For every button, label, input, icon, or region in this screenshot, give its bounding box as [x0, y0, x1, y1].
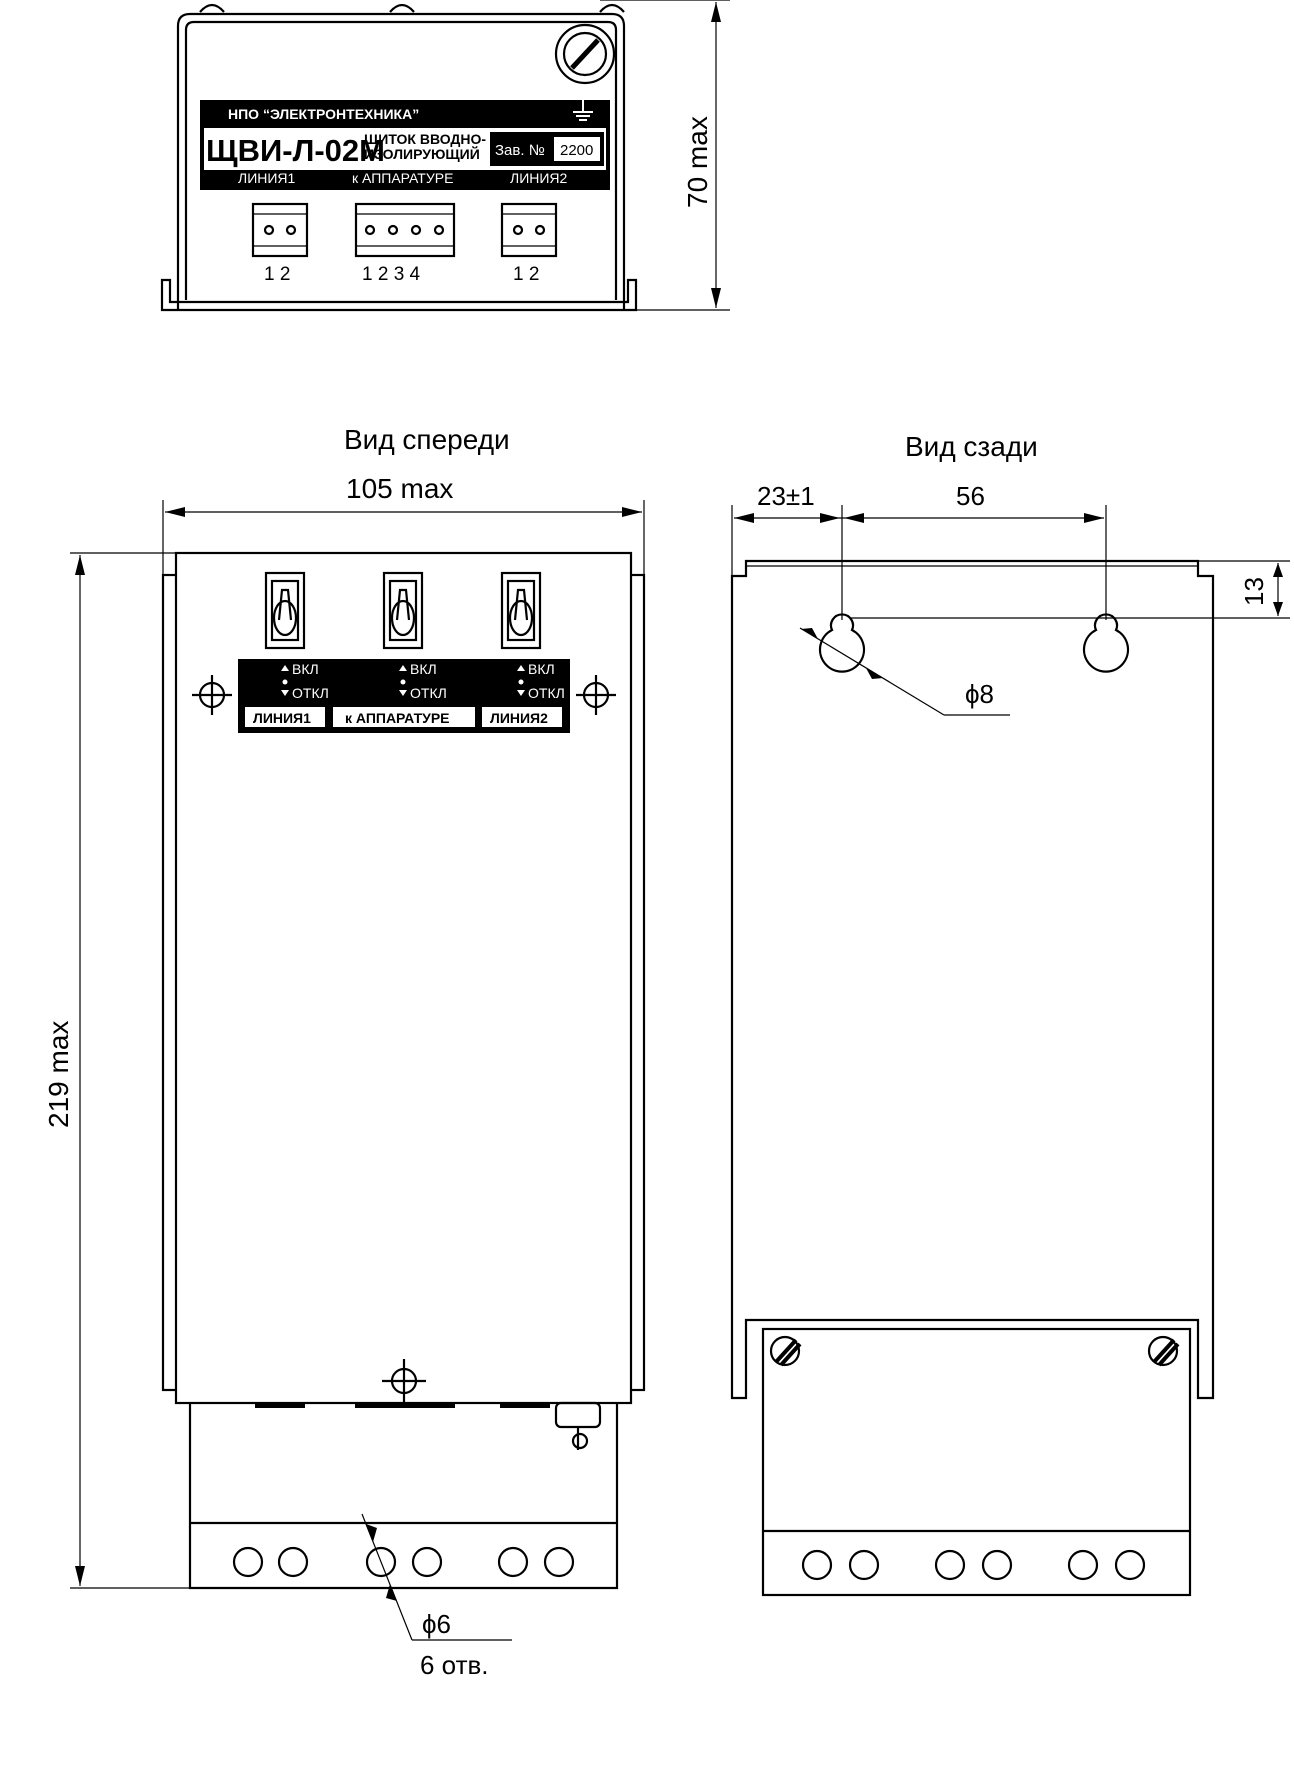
terminal-pins-line2: 1 2 [513, 264, 539, 285]
dim-front-height-text: 219 max [43, 1021, 74, 1128]
top-label-manufacturer: НПО “ЭЛЕКТРОНТЕХНИКА” [228, 106, 419, 122]
keyhole-right-icon [1082, 613, 1130, 673]
rear-view-body [730, 559, 1215, 1400]
rear-view: Вид сзади 23±1 56 13 [730, 431, 1290, 1597]
switch3-name: ЛИНИЯ2 [490, 710, 548, 726]
top-view: НПО “ЭЛЕКТРОНТЕХНИКА” ЩВИ-Л-02М ЩИТОК ВВ… [160, 0, 730, 312]
top-label-line1: ЛИНИЯ1 [238, 170, 296, 186]
dim-front-width-text: 105 max [346, 473, 453, 504]
switch2-name: к АППАРАТУРЕ [345, 710, 450, 726]
dim-rear-top: 23±1 56 [731, 481, 1107, 620]
terminal-pins-line1: 1 2 [264, 264, 290, 285]
top-label-apparatus: к АППАРАТУРЕ [352, 170, 453, 186]
top-view-body [176, 12, 626, 310]
screw-right-icon [576, 675, 616, 715]
ground-icon [573, 99, 593, 121]
dim-rear-top-text: 13 [1239, 577, 1269, 606]
toggle-switch-apparatus [382, 571, 424, 650]
toggle-switch-line2 [500, 571, 542, 650]
switch2-off: ОТКЛ [410, 685, 447, 701]
keyhole-left-icon [818, 613, 866, 673]
dim-top-height-text: 70 max [682, 116, 713, 208]
rear-bottom-holes [801, 1549, 1146, 1581]
front-view-title: Вид спереди [344, 424, 510, 455]
switch1-on: ВКЛ [292, 661, 319, 677]
dim-hole-count: 6 отв. [420, 1650, 489, 1680]
dim-front-height: 219 max [43, 552, 190, 1589]
switch1-name: ЛИНИЯ1 [253, 710, 311, 726]
top-label-serial-label: Зав. № [495, 142, 545, 159]
switch2-on: ВКЛ [410, 661, 437, 677]
top-label-model: ЩВИ-Л-02М [206, 133, 385, 168]
top-label-serial-value: 2200 [560, 142, 593, 159]
front-bottom-holes [232, 1546, 575, 1578]
rear-screw-right-icon [1147, 1335, 1180, 1367]
dim-keyhole-leader: ϕ8 [799, 627, 1010, 716]
terminal-block-apparatus [354, 202, 456, 258]
top-label-line2: ЛИНИЯ2 [510, 170, 568, 186]
ground-bolt-icon [554, 1401, 602, 1450]
screw-left-icon [192, 675, 232, 715]
screw-bottom-icon [382, 1359, 426, 1403]
dim-top-height: 70 max [600, 0, 730, 311]
screw-cap-icon [554, 23, 616, 85]
top-label-desc-1: ЩИТОК ВВОДНО- [364, 131, 486, 147]
dim-rear-right: 13 [850, 560, 1290, 619]
dim-front-width: 105 max [162, 473, 645, 575]
terminal-block-line1 [251, 202, 309, 258]
dim-keyhole-dia: ϕ8 [965, 679, 994, 709]
terminal-block-line2 [500, 202, 558, 258]
rear-view-title: Вид сзади [905, 431, 1038, 462]
dim-rear-spacing: 56 [956, 481, 985, 511]
dim-rear-offset: 23±1 [757, 481, 815, 511]
top-label-desc-2: ИЗОЛИРУЮЩИЙ [364, 145, 480, 162]
front-view: Вид спереди 105 max 219 max [43, 424, 646, 1680]
terminal-pins-apparatus: 1 2 3 4 [362, 264, 421, 285]
switch1-off: ОТКЛ [292, 685, 329, 701]
switch3-off: ОТКЛ [528, 685, 565, 701]
rear-screw-left-icon [769, 1335, 802, 1367]
toggle-switch-line1 [264, 571, 306, 650]
dim-hole-dia: ϕ6 [422, 1609, 451, 1639]
switch3-on: ВКЛ [528, 661, 555, 677]
dim-hole-leader: ϕ6 6 отв. [361, 1513, 512, 1680]
